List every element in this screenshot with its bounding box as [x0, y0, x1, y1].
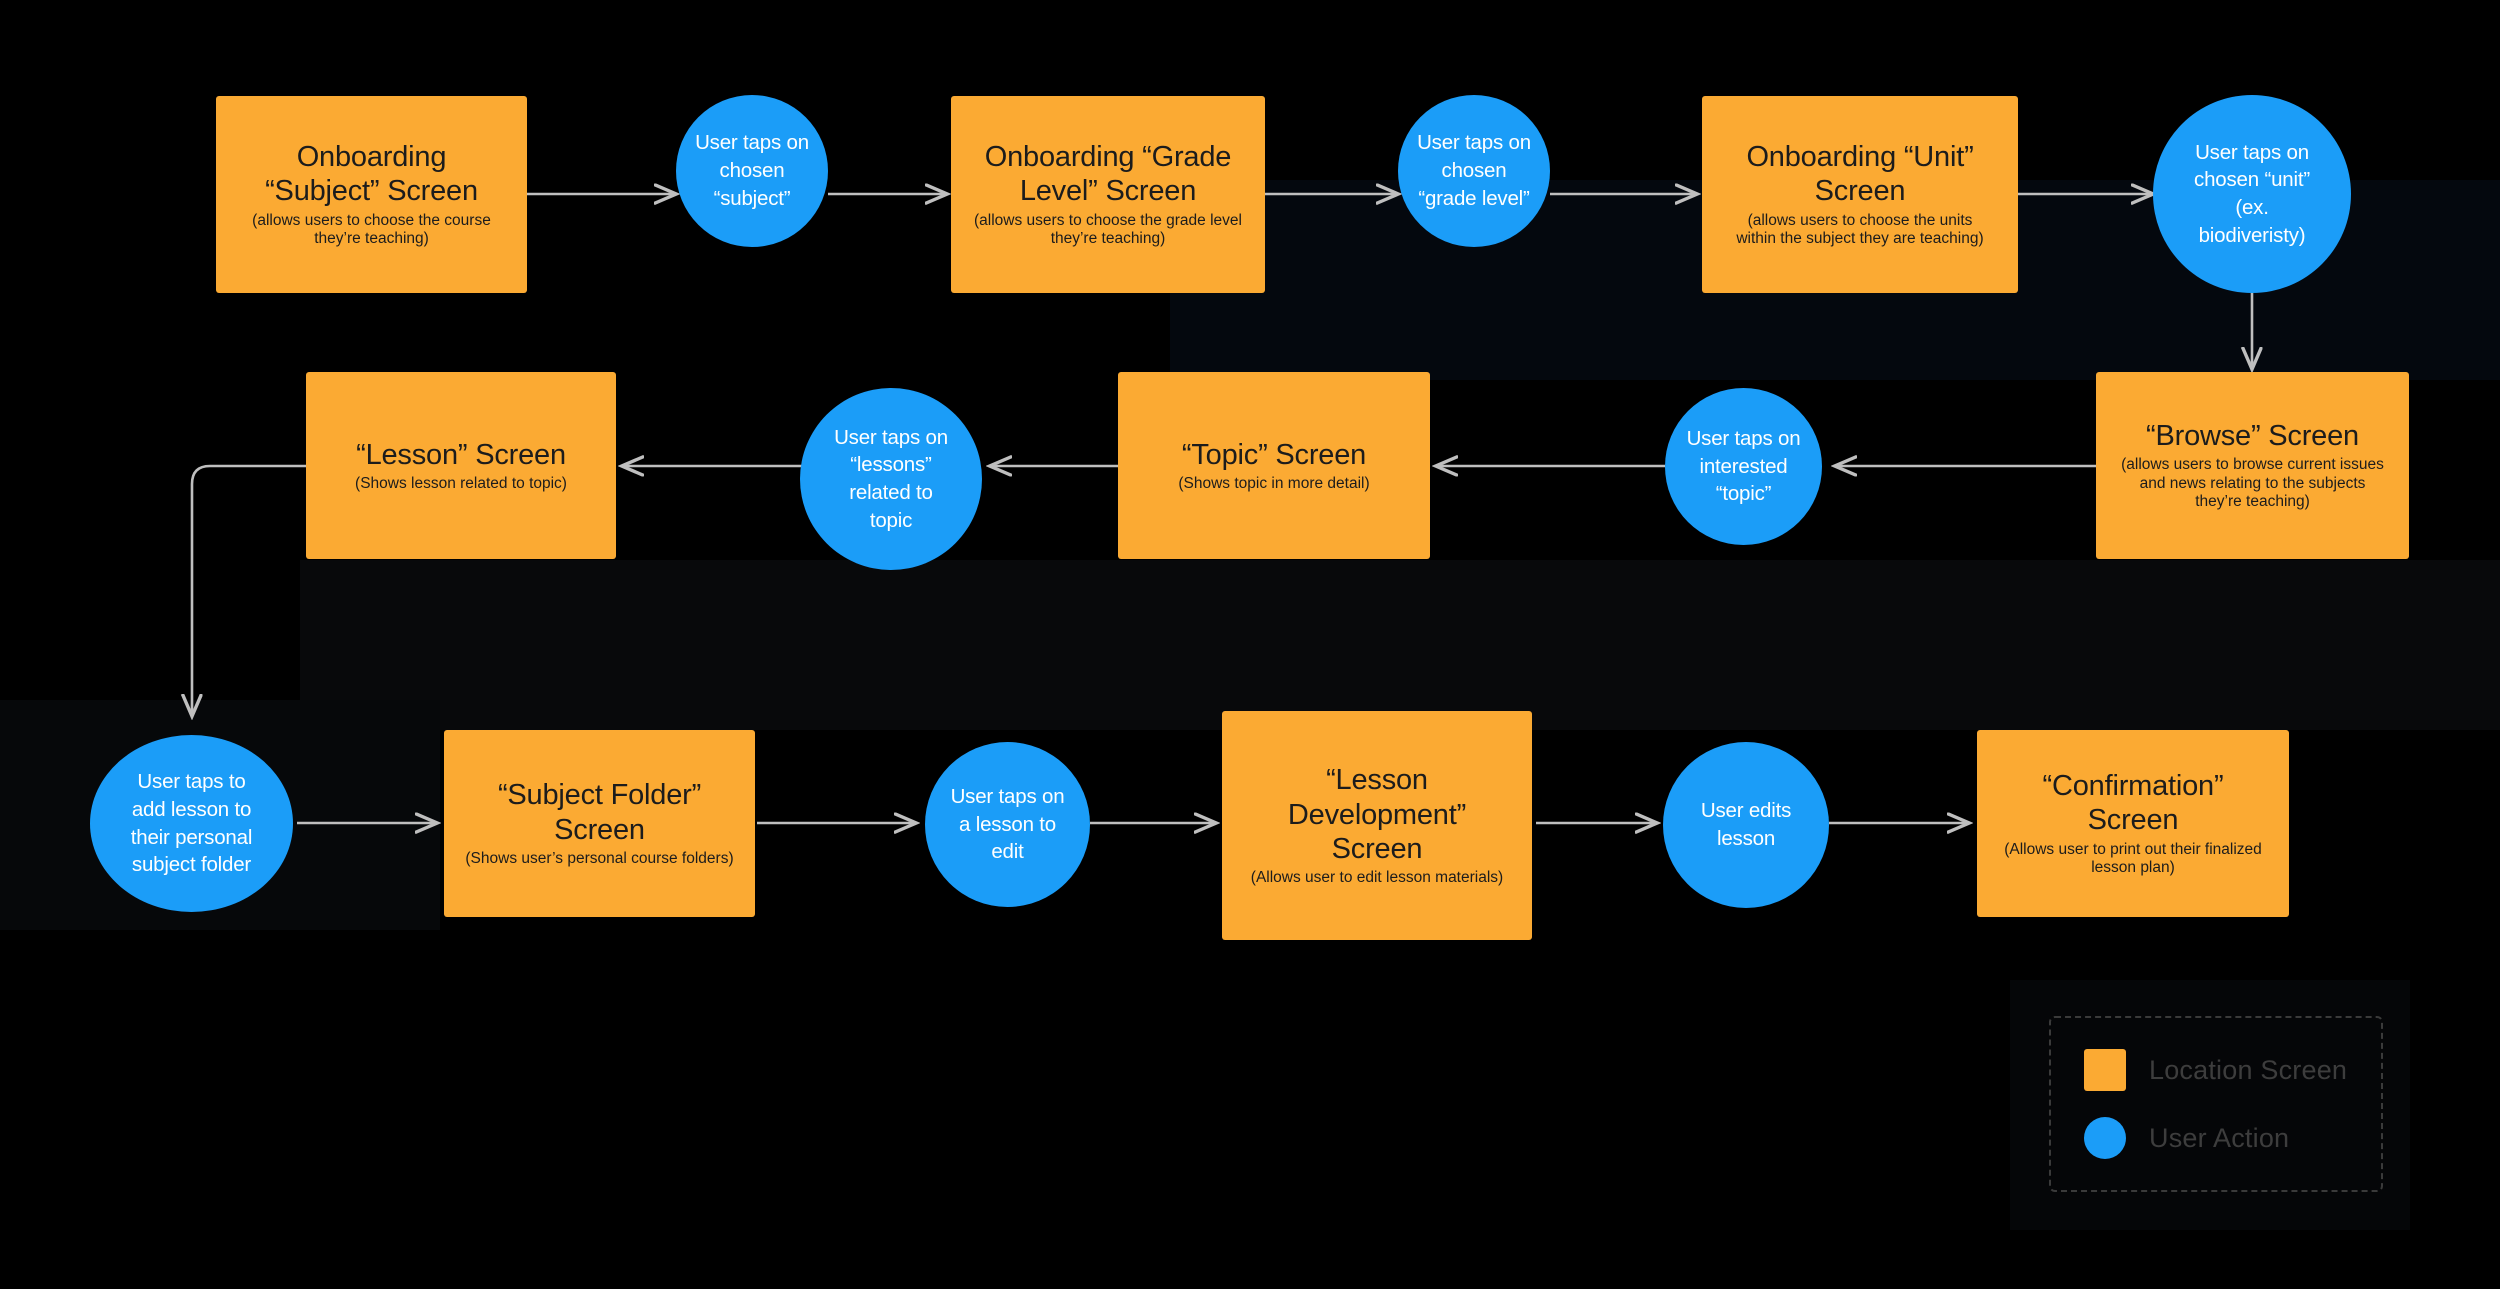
node-title: “Subject Folder” Screen — [497, 779, 702, 846]
node-browse-screen[interactable]: “Browse” Screen (allows users to browse … — [2096, 372, 2409, 559]
node-title: “Browse” Screen — [2146, 420, 2359, 452]
node-onboarding-unit-screen[interactable]: Onboarding “Unit” Screen (allows users t… — [1702, 96, 2018, 293]
node-title: “Topic” Screen — [1181, 438, 1367, 471]
node-confirmation-screen[interactable]: “Confirmation” Screen (Allows user to pr… — [1977, 730, 2289, 917]
node-subtitle: (Allows user to edit lesson materials) — [1250, 869, 1504, 887]
legend-label: Location Screen — [2149, 1054, 2348, 1085]
node-title: Onboarding “Grade Level” Screen — [984, 141, 1232, 208]
node-user-taps-chosen-unit[interactable]: User taps on chosen “unit” (ex. biodiver… — [2153, 95, 2351, 293]
node-title: “Lesson Development” Screen — [1287, 764, 1467, 865]
node-subtitle: (Allows user to print out their finalize… — [2004, 840, 2262, 877]
blue-circle-icon — [2084, 1117, 2126, 1159]
node-subtitle: (Shows topic in more detail) — [1178, 474, 1370, 492]
node-title: User edits lesson — [1700, 799, 1792, 850]
legend-item-user-action: User Action — [2084, 1117, 2381, 1159]
node-user-taps-add-lesson-to-folder[interactable]: User taps to add lesson to their persona… — [90, 735, 293, 912]
node-user-edits-lesson[interactable]: User edits lesson — [1663, 742, 1829, 908]
node-lesson-development-screen[interactable]: “Lesson Development” Screen (Allows user… — [1222, 711, 1532, 940]
node-subtitle: (allows users to choose the grade level … — [974, 211, 1242, 248]
node-title: User taps on a lesson to edit — [950, 784, 1065, 864]
node-subject-folder-screen[interactable]: “Subject Folder” Screen (Shows user’s pe… — [444, 730, 755, 917]
node-user-taps-lessons-related-to-topic[interactable]: User taps on “lessons” related to topic — [800, 388, 982, 570]
connector-lesson-to-addfolder — [192, 464, 306, 716]
node-title: User taps on “lessons” related to topic — [834, 425, 948, 532]
node-title: “Lesson” Screen — [356, 438, 566, 471]
node-subtitle: (Shows user’s personal course folders) — [465, 849, 734, 867]
node-onboarding-grade-level-screen[interactable]: Onboarding “Grade Level” Screen (allows … — [951, 96, 1265, 293]
node-title: User taps on chosen “grade level” — [1417, 131, 1531, 210]
legend-label: User Action — [2149, 1122, 2290, 1153]
node-title: User taps on chosen “subject” — [695, 131, 809, 210]
orange-square-icon — [2084, 1049, 2126, 1091]
node-title: User taps on chosen “unit” (ex. biodiver… — [2194, 140, 2310, 247]
node-onboarding-subject-screen[interactable]: Onboarding “Subject” Screen (allows user… — [216, 96, 527, 293]
legend-item-location-screen: Location Screen — [2084, 1049, 2381, 1091]
node-lesson-screen[interactable]: “Lesson” Screen (Shows lesson related to… — [306, 372, 616, 559]
node-user-taps-interested-topic[interactable]: User taps on interested “topic” — [1665, 388, 1822, 545]
node-subtitle: (allows users to choose the units within… — [1736, 211, 1984, 248]
node-title: Onboarding “Subject” Screen — [265, 141, 478, 208]
node-user-taps-chosen-subject[interactable]: User taps on chosen “subject” — [676, 95, 828, 247]
legend: Location Screen User Action — [2049, 1016, 2383, 1192]
node-title: User taps to add lesson to their persona… — [130, 770, 253, 877]
node-user-taps-chosen-grade-level[interactable]: User taps on chosen “grade level” — [1398, 95, 1550, 247]
node-title: “Confirmation” Screen — [2042, 770, 2224, 837]
node-subtitle: (Shows lesson related to topic) — [355, 474, 567, 492]
node-subtitle: (allows users to choose the course they’… — [252, 211, 491, 248]
node-subtitle: (allows users to browse current issues a… — [2121, 456, 2384, 511]
node-title: Onboarding “Unit” Screen — [1746, 141, 1974, 208]
node-title: User taps on interested “topic” — [1686, 426, 1801, 506]
node-topic-screen[interactable]: “Topic” Screen (Shows topic in more deta… — [1118, 372, 1430, 559]
node-user-taps-lesson-to-edit[interactable]: User taps on a lesson to edit — [925, 742, 1090, 907]
